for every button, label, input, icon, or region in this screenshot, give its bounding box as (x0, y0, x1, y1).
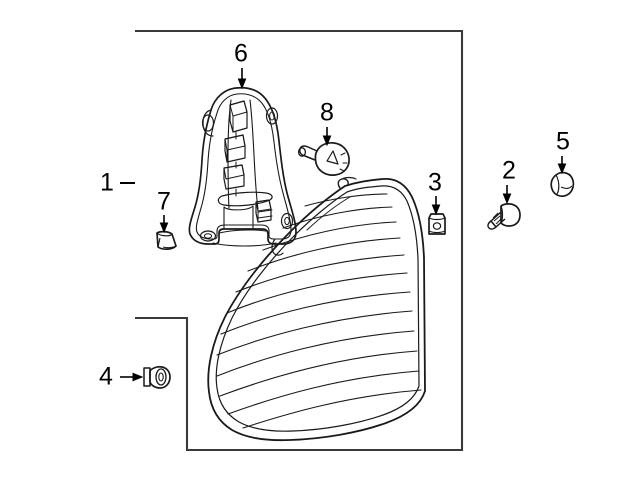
end-cap (550, 171, 575, 198)
callout-number-5: 5 (556, 128, 570, 156)
callout-number-3: 3 (428, 169, 442, 197)
wedge-clip (156, 230, 177, 250)
callout-8-arrowhead (322, 135, 332, 147)
bulb (297, 141, 350, 176)
callout-5-arrowhead (557, 163, 567, 175)
callout-number-6: 6 (234, 40, 248, 68)
callout-number-4: 4 (99, 363, 113, 391)
callout-6-arrowhead (237, 78, 247, 90)
callout-2-arrowhead (502, 193, 512, 205)
assembly-group-boundary (135, 29, 464, 452)
callout-arrows (120, 68, 567, 382)
lamp-housing-bracket (188, 86, 297, 247)
push-pin-grommet (143, 365, 171, 389)
callout-number-1: 1 (100, 169, 114, 197)
retainer-clip (428, 213, 446, 235)
callout-number-2: 2 (502, 157, 516, 185)
callout-4-arrowhead (132, 372, 144, 382)
callout-7-arrowhead (159, 222, 169, 234)
tail-lamp-lens (207, 176, 426, 442)
mounting-bolt (487, 203, 521, 230)
callout-3-arrowhead (431, 204, 441, 216)
callout-number-7: 7 (157, 188, 171, 216)
callout-number-8: 8 (320, 99, 334, 127)
